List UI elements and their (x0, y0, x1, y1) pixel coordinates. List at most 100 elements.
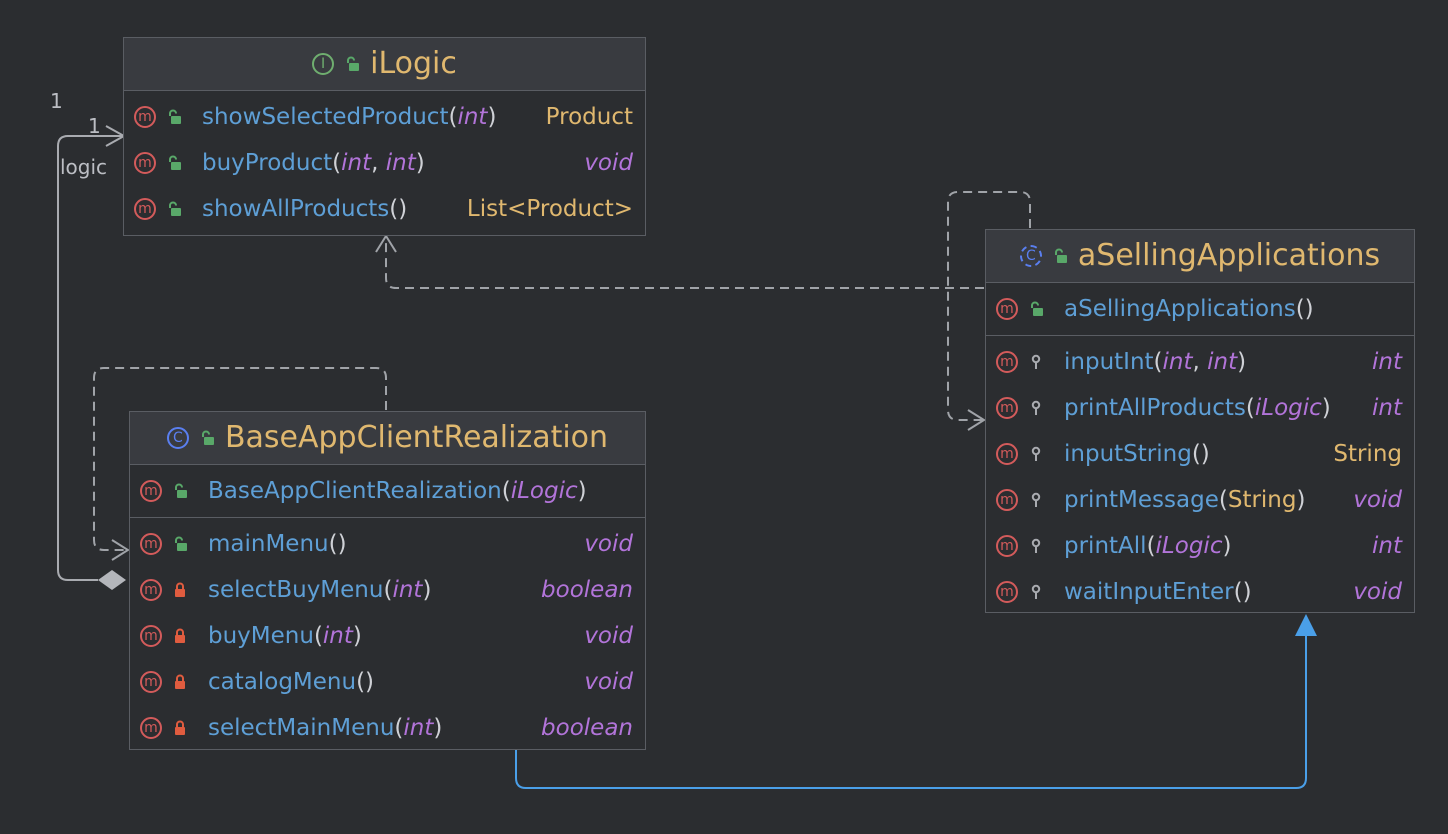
open-paren: ( (328, 531, 338, 557)
open-paren: ( (332, 150, 342, 176)
dependency-arrowhead-selling (967, 409, 986, 431)
interface-icon: I (312, 53, 335, 75)
method-name: printAll (1064, 533, 1147, 559)
method-signature: selectMainMenu(int) (208, 715, 531, 741)
param-type: int (385, 150, 416, 176)
method-name: BaseAppClientRealization (208, 478, 502, 504)
param-type: int (322, 623, 353, 649)
method-icon: m (996, 535, 1018, 557)
class-header: C BaseAppClientRealization (130, 412, 645, 465)
method-icon: m (140, 625, 162, 647)
method-icon: m (140, 717, 162, 739)
aggregation-diamond (98, 570, 126, 590)
class-name: aSellingApplications (1077, 238, 1381, 273)
return-type: void (584, 531, 633, 557)
method-name: catalogMenu (208, 669, 357, 695)
param-separator: , (1192, 349, 1208, 375)
method-icon: m (996, 298, 1018, 320)
open-paren: ( (1153, 349, 1163, 375)
close-paren: ) (1296, 487, 1306, 513)
private-lock-icon (172, 582, 188, 598)
return-type: void (584, 623, 633, 649)
method-name: buyMenu (208, 623, 314, 649)
dependency-arrowhead-baseapp (111, 539, 130, 561)
open-paren: ( (1295, 296, 1305, 322)
close-paren: ) (422, 577, 432, 603)
public-lock-open-icon (172, 536, 188, 552)
protected-key-icon (1028, 400, 1044, 416)
close-paren: ) (365, 669, 375, 695)
close-paren: ) (1321, 395, 1331, 421)
method-signature: waitInputEnter() (1064, 579, 1343, 605)
return-type: void (1353, 487, 1402, 513)
method-name: aSellingApplications (1064, 296, 1296, 322)
method-name: printMessage (1064, 487, 1219, 513)
close-paren: ) (433, 715, 443, 741)
method-icon: m (996, 489, 1018, 511)
dependency-edge-selling-self[interactable] (947, 191, 1031, 421)
close-paren: ) (415, 150, 425, 176)
inheritance-arrowhead (1295, 614, 1317, 636)
private-lock-icon (172, 628, 188, 644)
method-icon: m (140, 533, 162, 555)
method-icon: m (134, 152, 156, 174)
method-signature: catalogMenu() (208, 669, 574, 695)
aggregation-edge-logic[interactable] (57, 135, 124, 581)
public-lock-open-icon (166, 109, 182, 125)
open-paren: ( (501, 478, 511, 504)
class-name: BaseAppClientRealization (224, 420, 609, 455)
dependency-edge-selling-ilogic[interactable] (385, 238, 984, 289)
param-type: int (392, 577, 423, 603)
open-paren: ( (383, 577, 393, 603)
method-icon: m (996, 581, 1018, 603)
method-icon: m (140, 480, 162, 502)
method-signature: showAllProducts() (202, 196, 457, 222)
return-type: boolean (541, 577, 633, 603)
param-type: String (1227, 487, 1297, 513)
return-type: int (1372, 533, 1402, 559)
method-row-printMessage[interactable]: m printMessage(String) void (986, 477, 1414, 523)
method-icon: m (134, 106, 156, 128)
method-name: buyProduct (202, 150, 333, 176)
method-signature: printMessage(String) (1064, 487, 1343, 513)
protected-key-icon (1028, 446, 1044, 462)
close-paren: ) (487, 104, 497, 130)
open-paren: ( (1191, 441, 1201, 467)
method-name: showAllProducts (202, 196, 390, 222)
inheritance-edge[interactable] (515, 632, 1307, 789)
protected-key-icon (1028, 584, 1044, 600)
class-icon: C (166, 427, 189, 449)
open-paren: ( (1233, 579, 1243, 605)
protected-key-icon (1028, 492, 1044, 508)
return-type: void (584, 150, 633, 176)
return-type: String (1333, 441, 1402, 467)
class-node-baseappclientrealization[interactable]: C BaseAppClientRealization m BaseAppClientR… (129, 411, 646, 750)
param-type: iLogic (1254, 395, 1322, 421)
private-lock-icon (172, 674, 188, 690)
protected-key-icon (1028, 538, 1044, 554)
method-name: selectMainMenu (208, 715, 395, 741)
method-name: inputString (1064, 441, 1192, 467)
open-paren: ( (389, 196, 399, 222)
